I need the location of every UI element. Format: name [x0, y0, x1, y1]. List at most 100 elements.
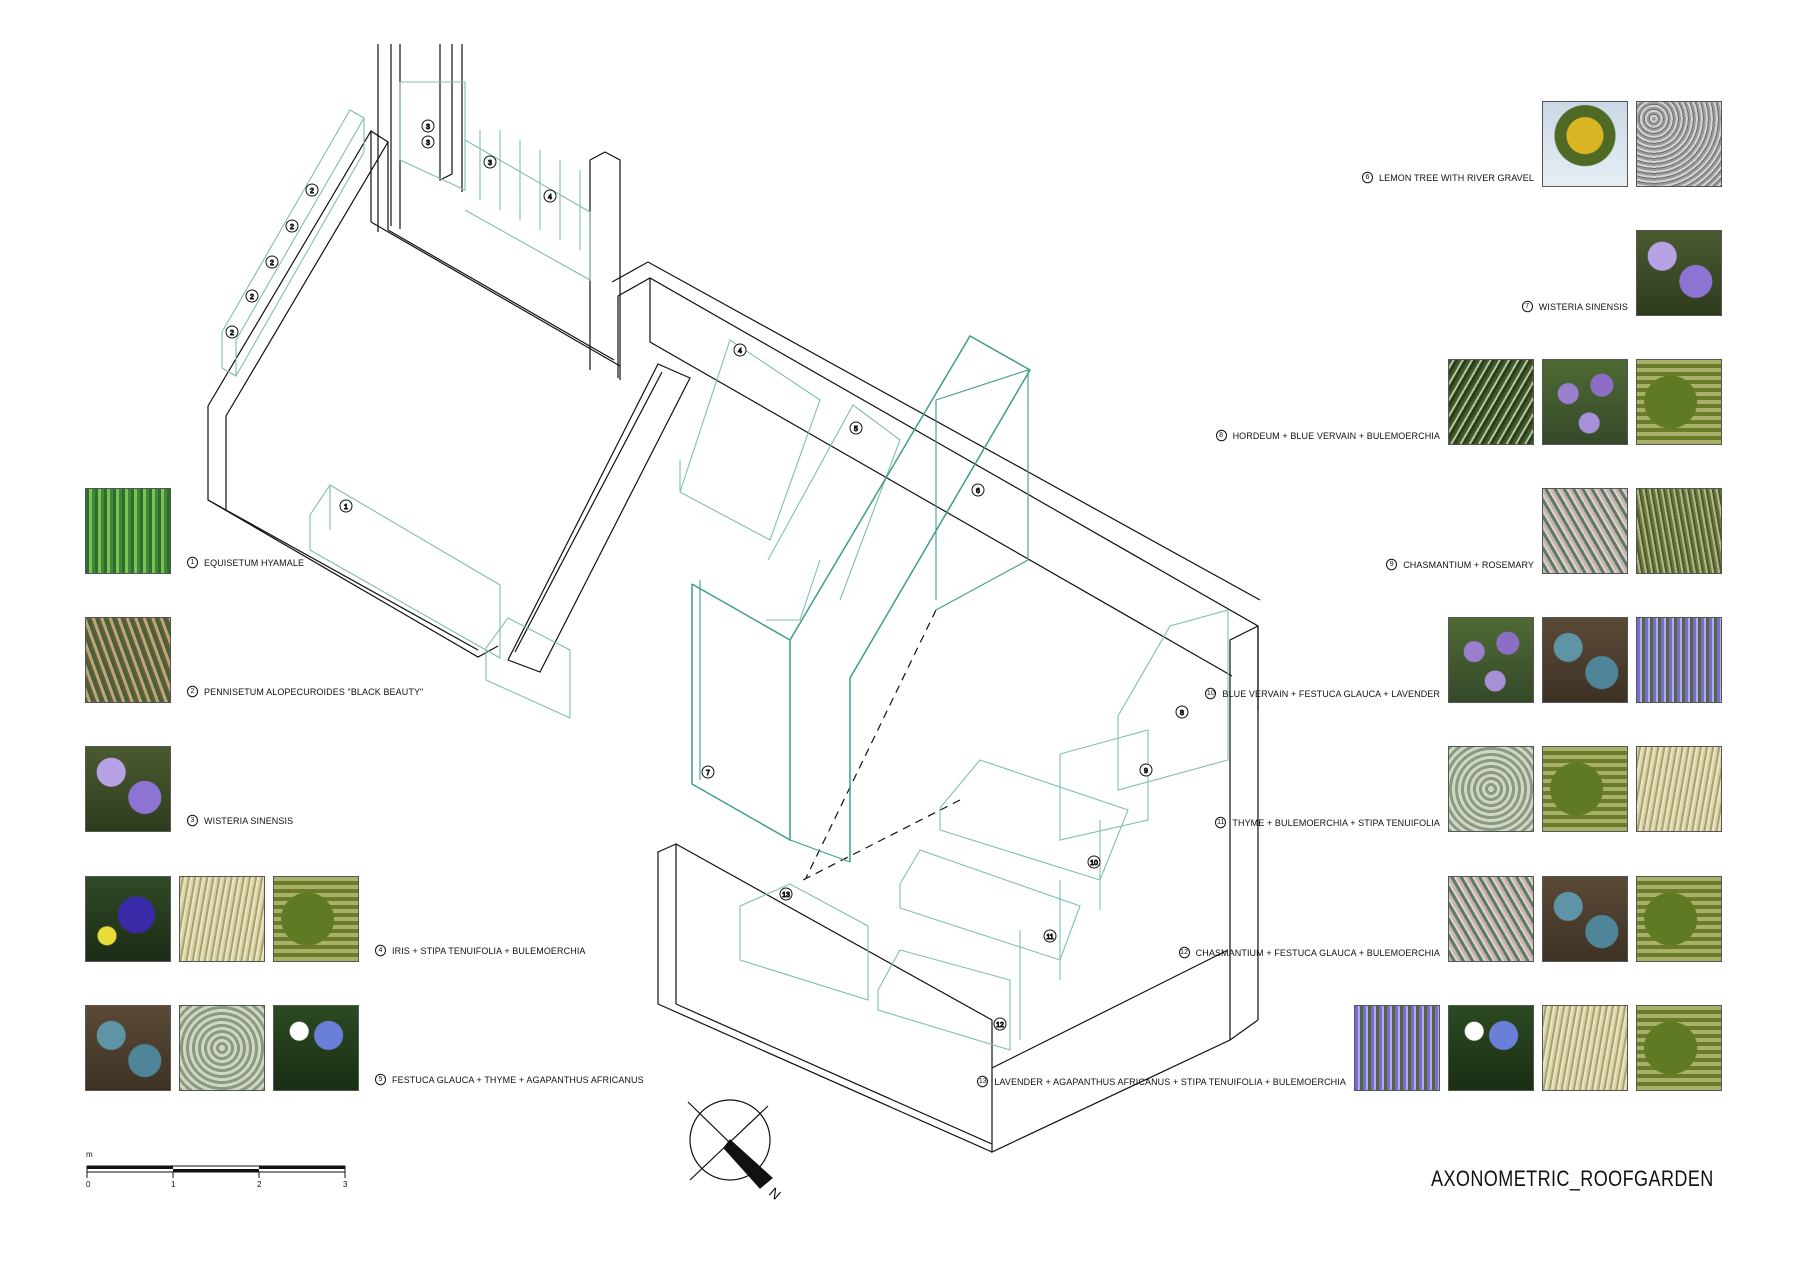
marker-number: 5 [375, 1073, 386, 1086]
diagram-marker-label: 3 [426, 124, 430, 131]
diagram-marker-label: 12 [996, 1022, 1004, 1029]
building-structure [207, 44, 1261, 1153]
legend-item-9: 9 CHASMANTIUM + ROSEMARY [1386, 488, 1722, 574]
legend-item-12: 12 CHASMANTIUM + FESTUCA GLAUCA + BULEMOE… [1178, 876, 1722, 962]
equisetum-photo [85, 488, 171, 574]
diagram-marker-label: 3 [426, 140, 430, 147]
planting-beds [221, 81, 1229, 1051]
legend-caption: CHASMANTIUM + ROSEMARY [1403, 559, 1534, 570]
diagram-marker-label: 7 [706, 770, 710, 777]
chasmantium-photo [1542, 488, 1628, 574]
legend-caption: IRIS + STIPA TENUIFOLIA + BULEMOERCHIA [392, 945, 586, 956]
legend-caption: LEMON TREE WITH RIVER GRAVEL [1379, 172, 1534, 183]
stipa-photo [1542, 1005, 1628, 1091]
bulemoerchia-photo [1542, 746, 1628, 832]
legend-item-6: 6 LEMON TREE WITH RIVER GRAVEL [1362, 101, 1722, 187]
scale-tick: 1 [171, 1180, 176, 1189]
legend-caption: CHASMANTIUM + FESTUCA GLAUCA + BULEMOERC… [1195, 947, 1440, 958]
festuca-photo [1542, 876, 1628, 962]
bulemoerchia-photo [1636, 1005, 1722, 1091]
thyme-photo [1448, 746, 1534, 832]
marker-number: 8 [1215, 429, 1227, 442]
legend-caption: HORDEUM + BLUE VERVAIN + BULEMOERCHIA [1232, 430, 1440, 441]
legend-item-4: 4 IRIS + STIPA TENUIFOLIA + BULEMOERCHIA [85, 876, 586, 962]
diagram-marker-label: 5 [854, 426, 858, 433]
festuca-photo [85, 1005, 171, 1091]
diagram-marker-label: 4 [738, 348, 742, 355]
lavender-photo [1354, 1005, 1440, 1091]
chasmantium-photo [1448, 876, 1534, 962]
north-arrow: N [687, 1099, 784, 1203]
marker-number: 7 [1521, 300, 1533, 313]
hordeum-photo [1448, 359, 1534, 445]
scale-tick: 0 [86, 1180, 91, 1189]
diagram-marker-label: 2 [310, 188, 314, 195]
rosemary-photo [1636, 488, 1722, 574]
legend-caption: BLUE VERVAIN + FESTUCA GLAUCA + LAVENDER [1222, 688, 1440, 699]
marker-number: 10 [1205, 687, 1217, 700]
marker-number: 6 [1362, 171, 1373, 184]
svg-text:N: N [766, 1184, 784, 1203]
pennisetum-photo [85, 617, 171, 703]
diagram-marker-label: 2 [230, 330, 234, 337]
agapanthus-photo [1448, 1005, 1534, 1091]
diagram-marker-label: 10 [1090, 860, 1098, 867]
diagram-marker-label: 3 [488, 160, 492, 167]
scale-bar: m 0 1 2 3 [86, 1150, 356, 1190]
diagram-marker-label: 1 [344, 504, 348, 511]
legend-caption: PENNISETUM ALOPECUROIDES "BLACK BEAUTY" [204, 686, 424, 697]
diagram-marker-label: 9 [1144, 768, 1148, 775]
lavender-photo [1636, 617, 1722, 703]
diagram-marker-label: 13 [782, 892, 790, 899]
marker-number: 13 [977, 1075, 989, 1088]
scale-tick: 3 [343, 1180, 348, 1189]
bulemoerchia-photo [1636, 876, 1722, 962]
blue-vervain-photo [1448, 617, 1534, 703]
stipa-photo [1636, 746, 1722, 832]
legend-item-1: 1 EQUISETUM HYAMALE [85, 488, 304, 574]
marker-number: 11 [1215, 816, 1227, 829]
diagram-marker-label: 8 [1180, 710, 1184, 717]
diagram-marker-label: 2 [290, 224, 294, 231]
river-gravel-photo [1636, 101, 1722, 187]
legend-item-11: 11 THYME + BULEMOERCHIA + STIPA TENUIFOLI… [1215, 746, 1722, 832]
marker-number: 3 [187, 814, 198, 827]
scale-tick: 2 [257, 1180, 262, 1189]
legend-caption: THYME + BULEMOERCHIA + STIPA TENUIFOLIA [1232, 817, 1440, 828]
festuca-photo [1542, 617, 1628, 703]
legend-item-8: 8 HORDEUM + BLUE VERVAIN + BULEMOERCHIA [1215, 359, 1722, 445]
marker-number: 1 [187, 556, 198, 569]
marker-number: 4 [375, 944, 386, 957]
lemon-tree-photo [1542, 101, 1628, 187]
marker-number: 2 [187, 685, 198, 698]
legend-item-5: 5 FESTUCA GLAUCA + THYME + AGAPANTHUS AFR… [85, 1005, 644, 1091]
marker-number: 12 [1178, 946, 1190, 959]
legend-item-7: 7 WISTERIA SINENSIS [1521, 230, 1722, 316]
diagram-marker-label: 6 [976, 488, 980, 495]
legend-item-2: 2 PENNISETUM ALOPECUROIDES "BLACK BEAUTY" [85, 617, 423, 703]
legend-caption: FESTUCA GLAUCA + THYME + AGAPANTHUS AFRI… [392, 1074, 644, 1085]
legend-caption: EQUISETUM HYAMALE [204, 557, 305, 568]
bulemoerchia-photo [1636, 359, 1722, 445]
drawing-title: AXONOMETRIC_ROOFGARDEN [1431, 1166, 1714, 1191]
stipa-photo [179, 876, 265, 962]
wisteria-photo [1636, 230, 1722, 316]
thyme-photo [179, 1005, 265, 1091]
marker-number: 9 [1386, 558, 1398, 571]
bulemoerchia-photo [273, 876, 359, 962]
iris-photo [85, 876, 171, 962]
wisteria-photo [85, 746, 171, 832]
legend-item-10: 10 BLUE VERVAIN + FESTUCA GLAUCA + LAVEND… [1205, 617, 1722, 703]
bed-number-markers: 12 2 2 2 2 3 3 3 4 4 5 6 7 8 9 10 11 12 13 [225, 119, 1189, 1031]
legend-caption: WISTERIA SINENSIS [1538, 301, 1628, 312]
scale-bar-graphic [86, 1165, 346, 1178]
diagram-marker-label: 11 [1046, 934, 1053, 941]
blue-vervain-photo [1542, 359, 1628, 445]
agapanthus-photo [273, 1005, 359, 1091]
scale-unit: m [86, 1150, 93, 1159]
diagram-marker-label: 2 [250, 294, 254, 301]
diagram-marker-label: 4 [548, 194, 552, 201]
